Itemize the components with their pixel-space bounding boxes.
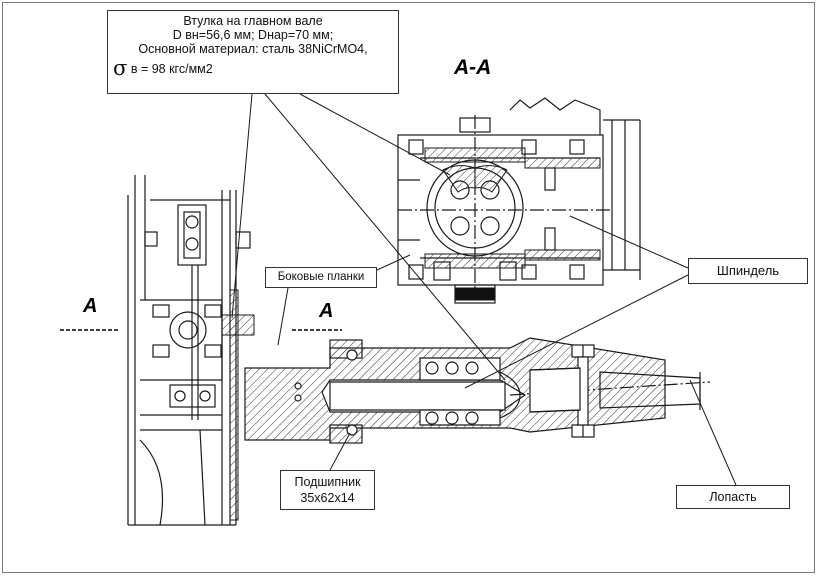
leader-lines	[231, 93, 737, 486]
bushing-title: Втулка на главном вале	[183, 14, 323, 28]
bearing-size: 35х62х14	[300, 491, 355, 505]
bearing-label: Подшипник	[294, 475, 361, 489]
section-aa-title: A-A	[454, 56, 492, 79]
section-mark-a-left: A	[83, 295, 98, 317]
section-mark-a-right: A	[319, 300, 334, 322]
section-aa-hatching	[424, 147, 601, 301]
left-frame-assembly	[127, 175, 251, 526]
bushing-strength: σ в = 98 кгс/мм2	[112, 58, 394, 79]
callout-blade: Лопасть	[676, 485, 790, 509]
section-aa-view	[397, 97, 641, 304]
sigma-symbol: σ	[113, 56, 128, 80]
sigma-value: в = 98 кгс/мм2	[130, 62, 213, 76]
callout-spindle: Шпиндель	[688, 258, 808, 284]
callout-side-planks: Боковые планки	[265, 267, 377, 288]
callout-bearing: Подшипник 35х62х14	[280, 470, 375, 510]
bushing-dimensions: D вн=56,6 мм; Dнар=70 мм;	[172, 28, 334, 42]
hub-section	[244, 337, 711, 444]
bushing-material: Основной материал: сталь 38NiCrMO4,	[138, 42, 368, 56]
callout-main-shaft-bushing: Втулка на главном вале D вн=56,6 мм; Dна…	[107, 10, 399, 94]
